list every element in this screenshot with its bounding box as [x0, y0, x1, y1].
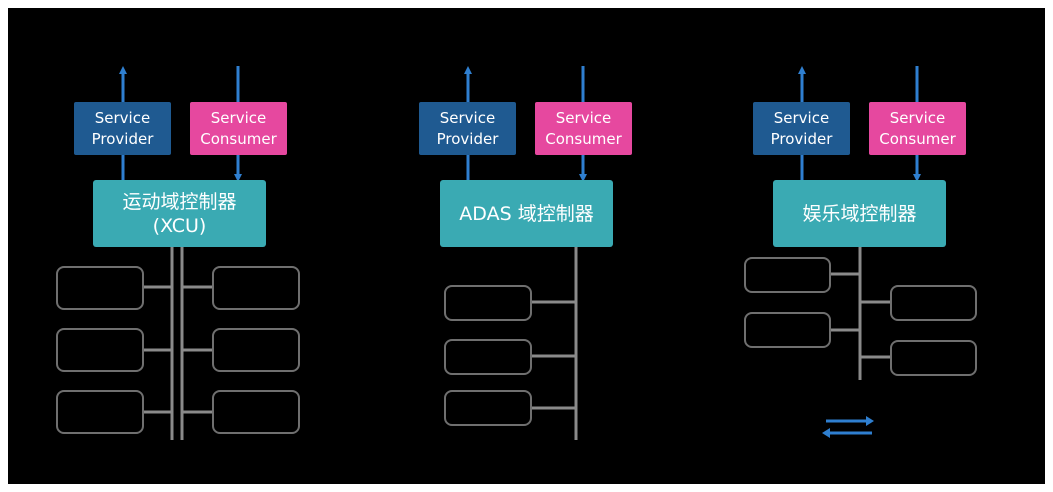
ecu-node	[212, 266, 300, 310]
controller-title: 运动域控制器	[122, 190, 237, 213]
ecu-node	[212, 328, 300, 372]
ecu-node	[212, 390, 300, 434]
ecu-node	[56, 390, 144, 434]
ecu-node	[744, 257, 831, 293]
bidirectional-arrows-icon	[822, 416, 874, 438]
ecu-node	[890, 340, 977, 376]
controller-subtitle: (XCU)	[152, 214, 207, 237]
ecu-node	[56, 328, 144, 372]
ecu-node	[744, 312, 831, 348]
controller-title: ADAS 域控制器	[459, 202, 594, 225]
ecu-node	[444, 339, 532, 375]
domain-controller-xcu: 运动域控制器 (XCU)	[93, 180, 266, 247]
ecu-node	[444, 285, 532, 321]
domain-controller-infotainment: 娱乐域控制器	[773, 180, 946, 247]
ecu-node	[444, 390, 532, 426]
controller-title: 娱乐域控制器	[802, 202, 917, 225]
ecu-node	[890, 285, 977, 321]
domain-controller-adas: ADAS 域控制器	[440, 180, 613, 247]
ecu-node	[56, 266, 144, 310]
